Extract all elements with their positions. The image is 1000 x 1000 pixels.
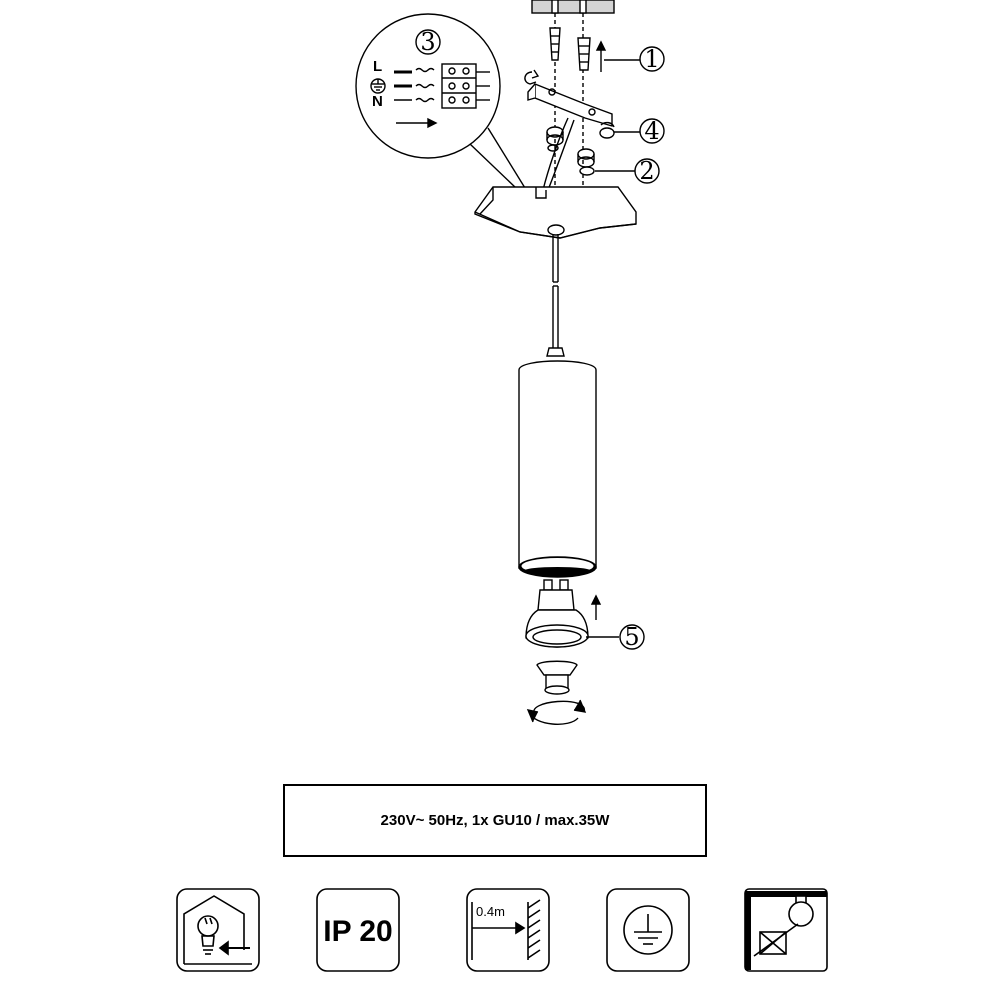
spec-text: 230V~ 50Hz, 1x GU10 / max.35W — [380, 812, 610, 829]
wall-plugs — [549, 27, 665, 72]
ceiling-canopy — [474, 186, 637, 239]
retaining-cap — [526, 660, 587, 725]
distance-label: 0.4m — [476, 904, 505, 919]
wire-label-line: L — [373, 58, 382, 75]
bulb-replacement-icon — [176, 888, 260, 972]
pendant-cylinder — [518, 360, 597, 578]
no-covered-mounting-icon — [744, 888, 828, 972]
wire-label-neutral: N — [372, 93, 383, 110]
callout-4: 4 — [644, 117, 659, 145]
spec-box: 230V~ 50Hz, 1x GU10 / max.35W — [283, 784, 707, 857]
suspension-cable — [546, 234, 565, 357]
gu10-bulb — [525, 579, 645, 650]
ip-rating-icon: IP 20 — [316, 888, 400, 972]
minimum-distance-icon: 0.4m — [466, 888, 550, 972]
callout-1: 1 — [644, 45, 659, 73]
callout-5: 5 — [624, 623, 639, 651]
callout-2: 2 — [639, 157, 654, 185]
earth-ground-icon — [606, 888, 690, 972]
ip-rating-label: IP 20 — [323, 915, 393, 948]
wiring-detail-circle — [355, 13, 526, 189]
nuts-and-screws — [546, 118, 665, 184]
installation-diagram: 1 4 2 3 5 L N — [355, 0, 665, 725]
callout-3: 3 — [420, 28, 435, 56]
mounting-bracket — [524, 69, 613, 127]
